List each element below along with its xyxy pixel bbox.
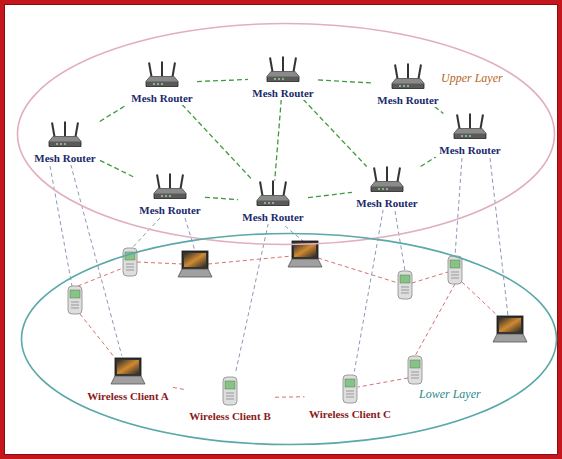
- mesh-router: Mesh Router: [238, 181, 308, 224]
- mesh-link: [421, 157, 437, 167]
- phone-icon: [223, 377, 237, 405]
- phone-icon: [343, 375, 357, 403]
- router-icon: [154, 174, 186, 199]
- phone-icons: [68, 248, 462, 405]
- client-label: Wireless Client A: [83, 390, 173, 403]
- router-label: Mesh Router: [435, 144, 505, 157]
- wireless-client: Wireless Client B: [185, 374, 275, 423]
- mesh-link: [197, 79, 248, 81]
- laptop-icon: [111, 358, 145, 384]
- client-label: Wireless Client C: [305, 408, 396, 421]
- mesh-link: [318, 80, 373, 83]
- mesh-link: [100, 160, 135, 177]
- layer-ellipse: [22, 234, 557, 445]
- router-label: Mesh Router: [127, 92, 197, 105]
- router-icon: [49, 122, 81, 147]
- layer-ellipse: [18, 24, 555, 245]
- layer-title: Lower Layer: [418, 388, 482, 401]
- layer-region: Upper LayerMesh RouterMesh RouterMesh Ro…: [16, 22, 556, 246]
- mesh-router: Mesh Router: [135, 174, 205, 217]
- router-label: Mesh Router: [238, 211, 308, 224]
- client-link: [275, 396, 305, 397]
- mesh-link: [275, 100, 282, 181]
- router-icon: [454, 114, 486, 139]
- router-icon: [267, 57, 299, 82]
- mesh-link: [303, 100, 366, 167]
- wireless-client: Wireless Client A: [83, 356, 173, 403]
- router-label: Mesh Router: [373, 94, 443, 107]
- layer-region: Lower Layer Wireless Client A Wireless Cli…: [20, 232, 558, 446]
- mesh-router: Mesh Router: [435, 114, 505, 157]
- laptop-icon: [178, 251, 212, 277]
- mesh-router: Mesh Router: [373, 64, 443, 107]
- mesh-link: [435, 107, 444, 114]
- router-label: Mesh Router: [352, 197, 422, 210]
- access-link: [235, 224, 268, 374]
- router-icons: [49, 57, 486, 206]
- mesh-router: Mesh Router: [248, 57, 318, 100]
- router-label: Mesh Router: [135, 204, 205, 217]
- client-links: [78, 256, 500, 387]
- router-icon: [257, 181, 289, 206]
- laptop-icon: [493, 316, 527, 342]
- client-link: [173, 387, 185, 389]
- router-icon: [371, 167, 403, 192]
- client-label: Wireless Client B: [185, 410, 275, 423]
- mesh-router: Mesh Router: [127, 62, 197, 105]
- mesh-link: [308, 192, 352, 197]
- wireless-client: Wireless Client C: [305, 372, 396, 421]
- mesh-router: Mesh Router: [30, 122, 100, 165]
- phone-icon: [68, 286, 82, 314]
- router-label: Mesh Router: [30, 152, 100, 165]
- access-link: [354, 210, 383, 372]
- mesh-router: Mesh Router: [352, 167, 422, 210]
- layer-title: Upper Layer: [440, 72, 504, 85]
- layer-outline: [20, 232, 558, 446]
- phone-icon: [398, 271, 412, 299]
- router-icon: [392, 64, 424, 89]
- mesh-link: [182, 105, 253, 181]
- laptop-icons: [111, 241, 527, 384]
- mesh-link: [205, 197, 238, 199]
- phone-icon: [408, 356, 422, 384]
- phone-icon: [448, 256, 462, 284]
- mesh-link: [100, 105, 127, 122]
- router-icon: [146, 62, 178, 87]
- router-label: Mesh Router: [248, 87, 318, 100]
- uplink-lines: [50, 158, 508, 316]
